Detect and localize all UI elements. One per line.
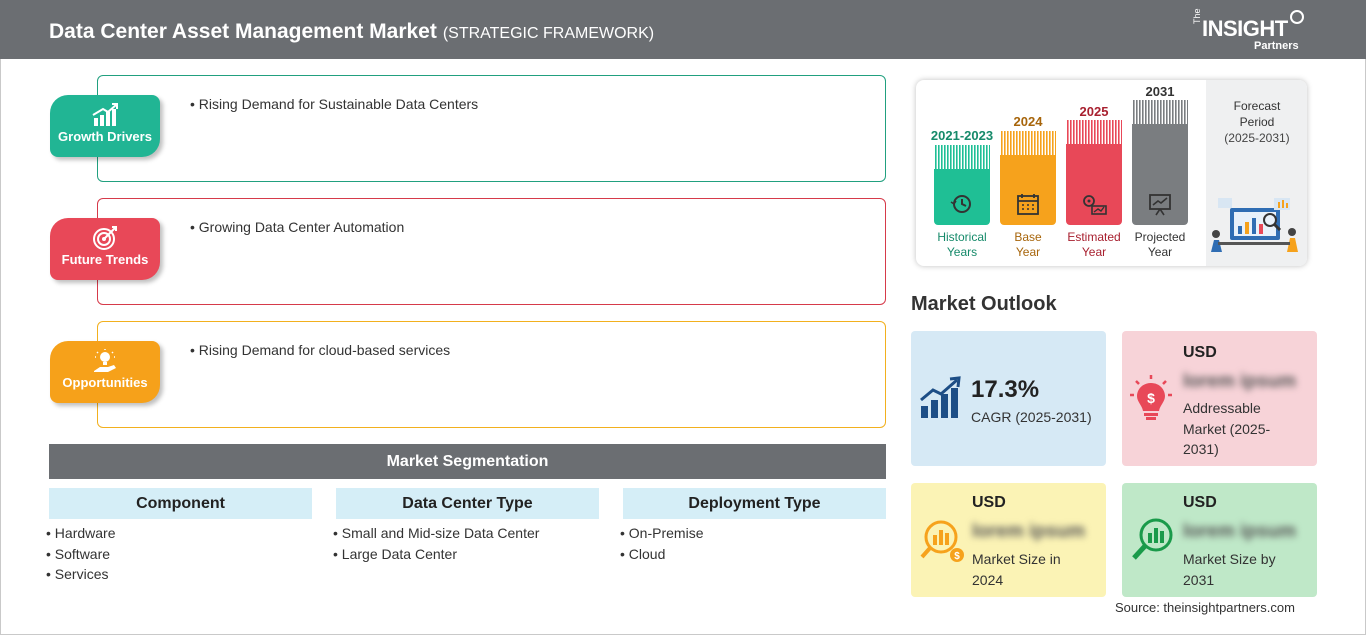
- target-icon: [93, 226, 117, 250]
- svg-text:$: $: [1147, 390, 1155, 406]
- forecast-period-label: Forecast Period (2025-2031): [1210, 98, 1304, 146]
- list-item: On-Premise: [620, 525, 704, 546]
- opportunities-text: • Rising Demand for cloud-based services: [190, 342, 451, 358]
- list-item: Cloud: [620, 546, 703, 567]
- list-item: Large Data Center: [333, 546, 539, 567]
- size-2031-label: Market Size by 2031: [1183, 551, 1276, 588]
- segment-heading-data-center-type: Data Center Type: [336, 488, 599, 519]
- header-bar: Data Center Asset Management Market (STRA…: [0, 0, 1366, 59]
- growth-drivers-label: Growth Drivers: [58, 129, 152, 144]
- page-title: Data Center Asset Management Market (STRA…: [49, 20, 654, 44]
- history-clock-icon: [950, 195, 971, 213]
- timeline-year: 2031: [1145, 84, 1175, 99]
- analytics-people-icon: [1211, 198, 1298, 252]
- logo-partners-text: Partners: [1254, 40, 1299, 52]
- bar-stripes: [1133, 100, 1188, 130]
- list-item: Software: [46, 546, 116, 567]
- opportunities-box: • Rising Demand for cloud-based services: [97, 321, 886, 428]
- opportunities-label: Opportunities: [62, 375, 148, 390]
- timeline-year: 2024: [1013, 114, 1043, 129]
- segment-list-deployment-type: On-Premise Cloud: [620, 525, 704, 567]
- search-chart-icon: [1132, 518, 1173, 560]
- cagr-label: CAGR (2025-2031): [971, 409, 1092, 425]
- future-trends-text: • Growing Data Center Automation: [190, 219, 405, 235]
- growth-chart-icon: [920, 376, 961, 418]
- addressable-usd: USD: [1183, 344, 1217, 361]
- logo-the-text: The: [1192, 8, 1202, 24]
- segmentation-title: Market Segmentation: [49, 444, 886, 479]
- money-chart-icon: $: [920, 520, 964, 562]
- market-outlook-title: Market Outlook: [911, 293, 1057, 315]
- bar-chart-up-icon: [92, 103, 118, 126]
- presentation-icon: [1149, 194, 1171, 216]
- list-item: Small and Mid-size Data Center: [333, 525, 540, 546]
- calendar-icon: [1017, 194, 1039, 215]
- size-2031-usd: USD: [1183, 494, 1217, 511]
- market-size-2024-card: $ USD lorem ipsum Market Size in 2024: [911, 483, 1106, 597]
- addressable-market-card: $ USD lorem ipsum Addressable Market (20…: [1122, 331, 1317, 466]
- idea-dollar-icon: $: [1130, 375, 1172, 420]
- addressable-value-blurred: lorem ipsum: [1183, 371, 1296, 392]
- bar-stripes: [935, 145, 990, 175]
- future-trends-badge: Future Trends: [50, 218, 160, 280]
- forecast-period: (2025-2031): [1224, 131, 1290, 145]
- future-trends-label: Future Trends: [61, 252, 149, 267]
- lightbulb-hand-icon: [94, 349, 116, 372]
- segment-heading-deployment-type: Deployment Type: [623, 488, 886, 519]
- size-2031-value-blurred: lorem ipsum: [1183, 521, 1296, 542]
- growth-drivers-badge: Growth Drivers: [50, 95, 160, 157]
- logo-insight-text: INSIGHT: [1202, 16, 1288, 41]
- bar-stripes: [1067, 120, 1122, 150]
- segment-list-component: Hardware Software Services: [46, 525, 116, 587]
- title-text: Data Center Asset Management Market: [49, 20, 437, 43]
- bar-stripes: [1001, 131, 1056, 161]
- cagr-card: 17.3% CAGR (2025-2031): [911, 331, 1106, 466]
- timeline-year: 2025: [1079, 104, 1109, 119]
- page-subtitle: (STRATEGIC FRAMEWORK): [442, 25, 655, 42]
- insight-partners-logo[interactable]: The INSIGHT Partners: [1192, 8, 1312, 54]
- size-2024-label: Market Size in 2024: [972, 551, 1061, 588]
- gear-chart-icon: [1083, 195, 1107, 215]
- market-size-2031-card: USD lorem ipsum Market Size by 2031: [1122, 483, 1317, 597]
- size-2024-usd: USD: [972, 494, 1006, 511]
- segment-heading-component: Component: [49, 488, 312, 519]
- list-item: Hardware: [46, 525, 116, 546]
- timeline-year: 2021-2023: [930, 128, 994, 143]
- list-item: Services: [46, 566, 116, 587]
- addressable-label: Addressable Market (2025- 2031): [1183, 400, 1271, 457]
- cagr-value: 17.3%: [971, 376, 1040, 403]
- opportunities-badge: Opportunities: [50, 341, 160, 403]
- forecast-label-1: Forecast: [1233, 99, 1281, 113]
- source-link[interactable]: Source: theinsightpartners.com: [1115, 600, 1295, 615]
- svg-text:$: $: [954, 551, 960, 562]
- size-2024-value-blurred: lorem ipsum: [972, 521, 1085, 542]
- logo-ring-icon: [1290, 10, 1304, 24]
- growth-drivers-text: • Rising Demand for Sustainable Data Cen…: [190, 96, 479, 112]
- segment-list-data-center-type: Small and Mid-size Data Center Large Dat…: [333, 525, 540, 567]
- future-trends-box: • Growing Data Center Automation: [97, 198, 886, 305]
- growth-drivers-box: • Rising Demand for Sustainable Data Cen…: [97, 75, 886, 182]
- forecast-label-2: Period: [1239, 115, 1275, 129]
